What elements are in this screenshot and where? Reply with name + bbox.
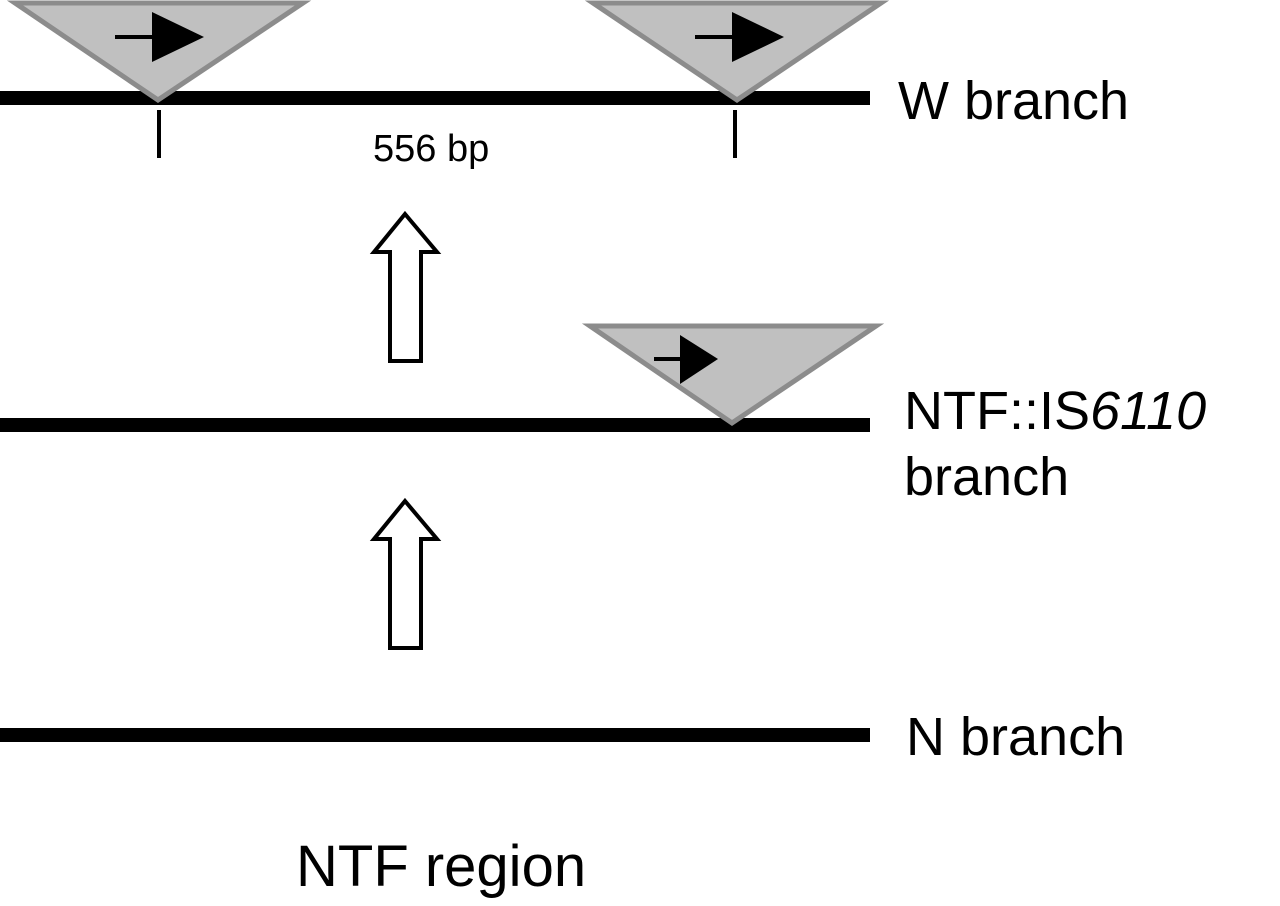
direction-arrow-icon <box>695 12 784 62</box>
direction-arrow-icon <box>654 335 718 384</box>
ntf-branch-label-line2: branch <box>904 447 1070 507</box>
is6110-insertion-w-right <box>584 0 890 104</box>
region-label: NTF region <box>296 834 587 899</box>
is6110-insertion-w-left <box>6 0 312 104</box>
n-branch-label: N branch <box>906 707 1126 767</box>
w-branch-label: W branch <box>898 71 1130 131</box>
evolution-arrow-up-icon <box>369 497 442 650</box>
direction-arrow-icon <box>115 12 204 62</box>
evolution-arrow-up-icon <box>369 210 442 363</box>
ntf-branch-line <box>0 418 870 432</box>
w-tick-right <box>733 110 737 158</box>
distance-label: 556 bp <box>373 128 490 170</box>
w-branch-line <box>0 91 870 105</box>
n-branch-line <box>0 728 870 742</box>
ntf-branch-label-italic: 6110 <box>1090 381 1207 441</box>
w-tick-left <box>157 110 161 158</box>
is6110-insertion-ntf <box>581 323 885 427</box>
ntf-branch-label: NTF::IS6110 <box>904 384 1206 438</box>
ntf-branch-label-prefix: NTF::IS <box>904 381 1090 441</box>
